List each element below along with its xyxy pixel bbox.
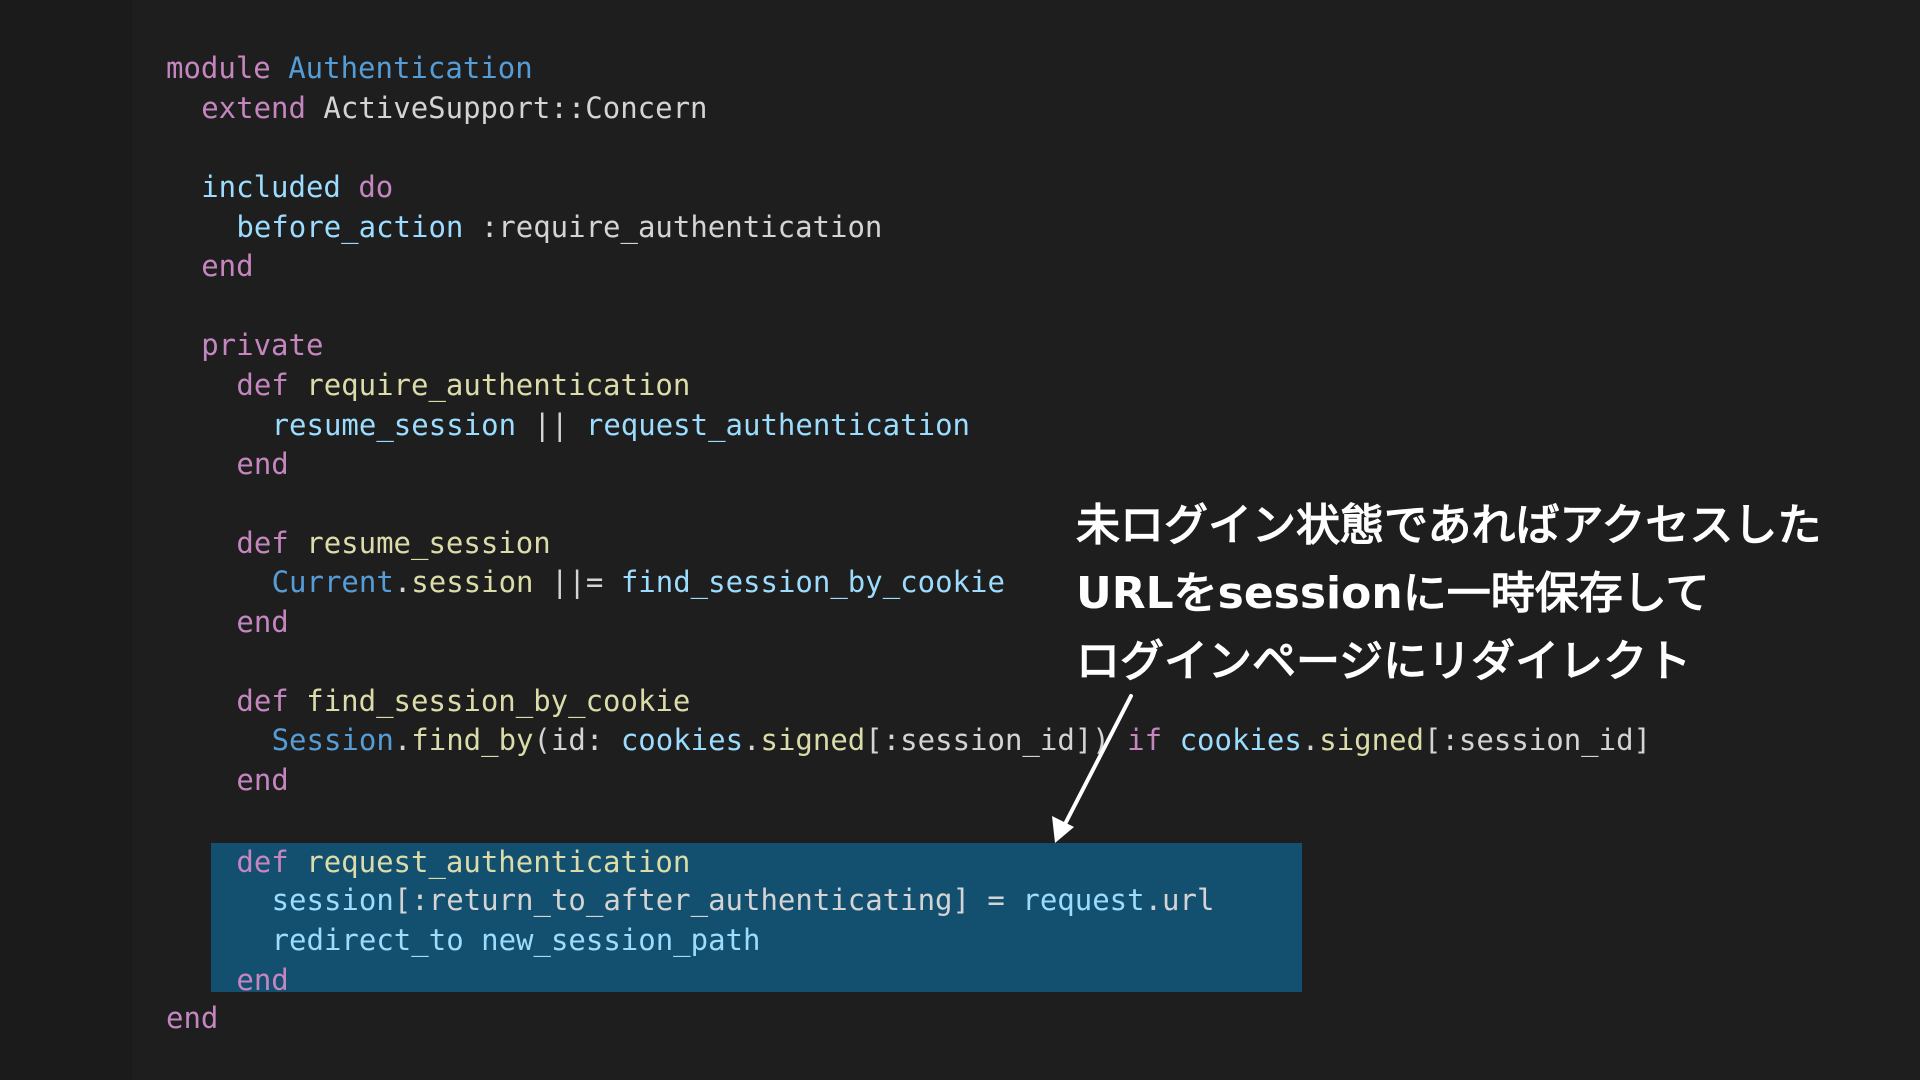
code-token-variable: request — [1022, 883, 1145, 917]
code-token-keyword: def — [236, 845, 307, 879]
annotation-line-2: URLをsessionに一時保存して — [1076, 568, 1710, 619]
code-token-keyword: end — [236, 963, 289, 997]
code-line[interactable]: end — [201, 246, 253, 286]
code-line[interactable]: end — [236, 960, 288, 1000]
code-token-plain: . — [393, 723, 412, 757]
code-token-variable: before_action — [236, 210, 481, 244]
code-token-variable: redirect_to — [271, 923, 482, 957]
code-line[interactable]: Session.find_by(id: cookies.signed[:sess… — [272, 720, 1651, 760]
code-token-plain: . — [743, 723, 761, 757]
code-token-plain: :require_authentication — [480, 210, 883, 244]
code-token-variable: new_session_path — [481, 923, 761, 957]
code-line[interactable]: Current.session ||= find_session_by_cook… — [272, 562, 1005, 602]
code-token-keyword: module — [166, 51, 289, 85]
code-token-keyword: end — [236, 605, 289, 639]
code-token-plain: .url — [1144, 883, 1215, 917]
code-token-plain: ||= — [533, 565, 621, 599]
code-token-variable: resume_session — [271, 408, 517, 442]
code-token-keyword: def — [236, 526, 307, 560]
code-token-plain: (id: — [533, 723, 621, 757]
code-line[interactable]: end — [166, 998, 218, 1038]
code-token-plain: [:session_id]) — [865, 723, 1128, 757]
code-token-plain: [:return_to_after_authenticating] = — [393, 883, 1023, 917]
code-token-plain: [:session_id] — [1424, 723, 1651, 757]
code-token-keyword: do — [358, 170, 394, 204]
highlighted-code-block — [211, 843, 1302, 992]
code-token-function: signed — [1319, 723, 1425, 757]
code-line[interactable]: session[:return_to_after_authenticating]… — [272, 880, 1215, 920]
code-line[interactable]: included do — [201, 167, 393, 207]
code-line[interactable]: private — [201, 325, 323, 365]
code-token-function: find_by — [411, 723, 534, 757]
annotation-callout: 未ログイン状態であればアクセスした URLをsessionに一時保存して ログイ… — [1076, 492, 1896, 696]
code-token-class: Session — [271, 723, 394, 757]
code-token-function: require_authentication — [306, 368, 691, 402]
annotation-line-1: 未ログイン状態であればアクセスした — [1076, 500, 1822, 551]
code-token-keyword: def — [236, 368, 307, 402]
code-token-variable: request_authentication — [585, 408, 970, 442]
code-line[interactable]: extend ActiveSupport::Concern — [201, 88, 707, 128]
code-token-keyword: extend — [201, 91, 324, 125]
code-line[interactable]: end — [236, 760, 288, 800]
code-token-plain: ActiveSupport::Concern — [323, 91, 708, 125]
code-token-variable: included — [201, 170, 359, 204]
code-token-class: Authentication — [288, 51, 533, 85]
code-line[interactable]: def require_authentication — [236, 365, 690, 405]
code-line[interactable]: before_action :require_authentication — [236, 207, 882, 247]
code-token-keyword: end — [166, 1001, 219, 1035]
code-token-plain: || — [516, 408, 586, 442]
code-line[interactable]: def request_authentication — [236, 842, 690, 882]
code-token-function: session — [411, 565, 534, 599]
code-token-keyword: end — [201, 249, 254, 283]
code-token-variable: cookies — [1179, 723, 1302, 757]
code-token-function: resume_session — [306, 526, 551, 560]
code-token-plain: . — [393, 565, 412, 599]
code-token-keyword: end — [236, 763, 289, 797]
code-token-variable: session — [271, 883, 394, 917]
code-line[interactable]: def find_session_by_cookie — [236, 681, 690, 721]
annotation-line-3: ログインページにリダイレクト — [1076, 636, 1692, 687]
code-token-function: find_session_by_cookie — [306, 684, 691, 718]
code-line[interactable]: module Authentication — [166, 48, 533, 88]
code-line[interactable]: end — [236, 444, 288, 484]
code-token-function: request_authentication — [306, 845, 691, 879]
code-line[interactable]: end — [236, 602, 288, 642]
code-token-function: signed — [760, 723, 866, 757]
code-token-keyword: def — [236, 684, 307, 718]
code-token-class: Current — [271, 565, 394, 599]
code-token-keyword: end — [236, 447, 289, 481]
code-token-keyword: private — [201, 328, 324, 362]
code-line[interactable]: def resume_session — [236, 523, 550, 563]
code-token-variable: cookies — [620, 723, 744, 757]
code-token-plain: . — [1301, 723, 1320, 757]
code-line[interactable]: redirect_to new_session_path — [272, 920, 761, 960]
code-token-keyword: if — [1127, 723, 1180, 757]
code-line[interactable]: resume_session || request_authentication — [272, 405, 970, 445]
code-token-variable: find_session_by_cookie — [620, 565, 1005, 599]
